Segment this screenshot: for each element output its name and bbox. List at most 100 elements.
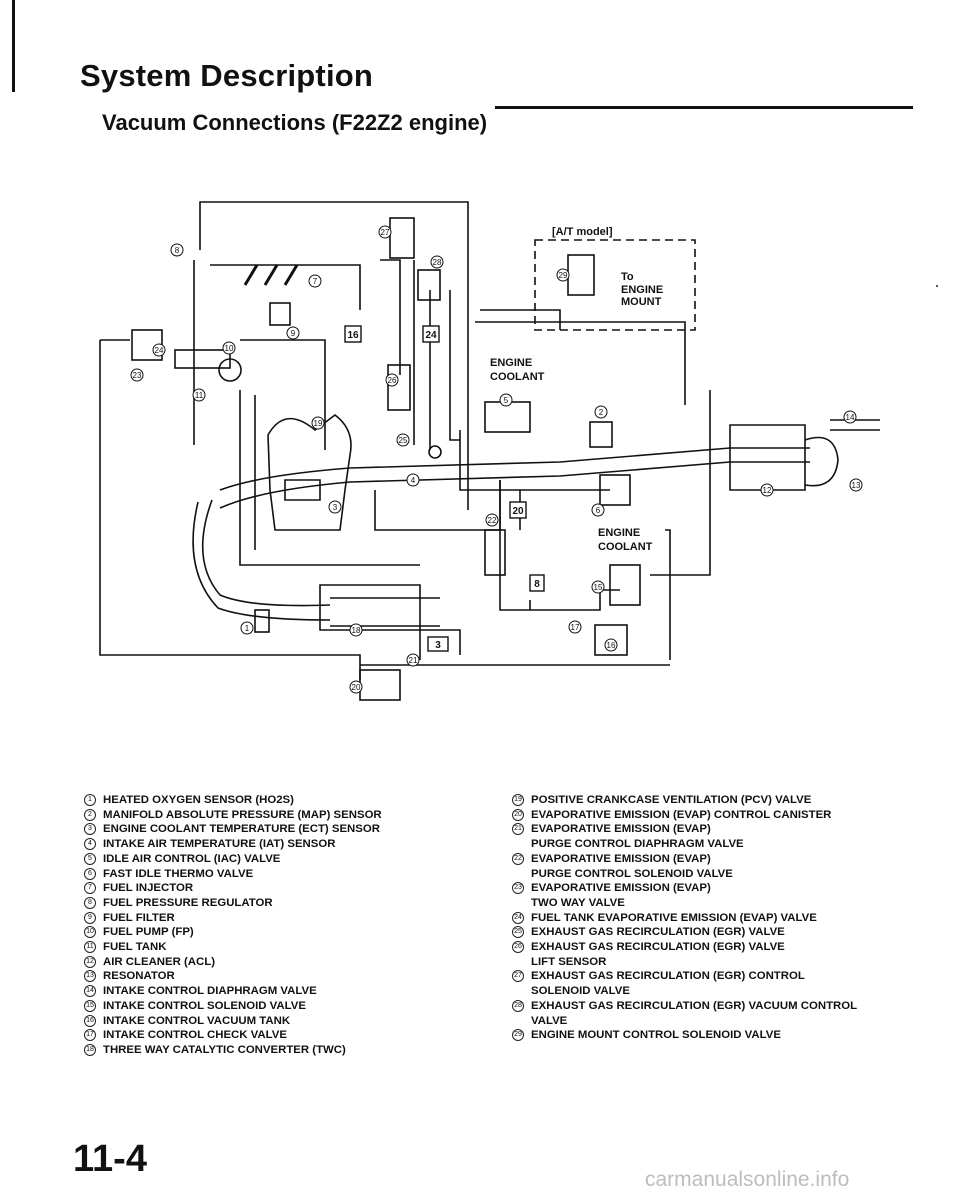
port-label-16: 16 [347,330,359,341]
legend-number: 14 [84,985,96,998]
legend-text: IDLE AIR CONTROL (IAC) VALVE [103,852,281,865]
legend-number: 29 [512,1029,524,1042]
legend-text: EVAPORATIVE EMISSION (EVAP) [531,852,711,865]
intake-duct-top [219,447,810,491]
legend-number: 12 [84,955,96,968]
legend-text: EXHAUST GAS RECIRCULATION (EGR) VALVE [531,941,785,954]
legend-number: 18 [84,1043,96,1056]
legend-text: VALVE [531,1014,568,1027]
port-label-24: 24 [425,330,437,341]
legend-text: EXHAUST GAS RECIRCULATION (EGR) VACUUM C… [531,999,858,1012]
callout-24: 24 [152,343,166,357]
legend-number: 3 [84,823,96,836]
hose-injector-rail [210,264,361,310]
hose-egr-control [380,259,401,375]
legend-text: FUEL PUMP (FP) [103,926,194,939]
hose-check-valve [530,589,620,611]
at-model-box [534,239,696,331]
callout-16: 16 [604,638,618,652]
coolant-top-label-2: COOLANT [490,371,545,383]
legend-text: MANIFOLD ABSOLUTE PRESSURE (MAP) SENSOR [103,808,382,821]
margin-rule [12,0,15,92]
hose-solenoid-right [650,390,711,576]
engine-sensor-box [284,479,321,501]
legend-text: FUEL INJECTOR [103,882,194,895]
legend-text: FUEL TANK EVAPORATIVE EMISSION (EVAP) VA… [531,911,817,924]
legend-item: LIFT SENSOR [512,955,912,970]
legend-text: SOLENOID VALVE [531,985,630,998]
callout-3: 3 [328,500,342,514]
svg-text:3: 3 [333,503,338,512]
callout-27: 27 [378,225,392,239]
port-box-8 [529,574,545,592]
callout-15: 15 [591,580,605,594]
svg-text:16: 16 [607,641,616,650]
svg-text:15: 15 [594,583,603,592]
callout-11: 11 [192,388,206,402]
port-label-8: 8 [534,579,540,590]
legend-text: FAST IDLE THERMO VALVE [103,867,254,880]
exhaust-pipe [201,499,331,607]
legend-text: EVAPORATIVE EMISSION (EVAP) [531,823,711,836]
legend-text: INTAKE CONTROL SOLENOID VALVE [103,999,306,1012]
svg-text:22: 22 [488,516,497,525]
at-model-label: [A/T model] [552,226,613,238]
svg-text:21: 21 [409,656,418,665]
catalyst-body [319,584,421,631]
legend-text: INTAKE CONTROL DIAPHRAGM VALVE [103,985,317,998]
legend-text: FUEL FILTER [103,911,175,924]
legend-number: 25 [512,926,524,939]
port-box-20 [509,501,527,519]
egr-control-solenoid [389,217,415,259]
heated-oxygen-sensor [254,609,270,633]
legend-item: 7 FUEL INJECTOR [84,881,424,896]
engine-mount-label-2: MOUNT [621,296,662,308]
svg-text:4: 4 [411,476,416,485]
svg-text:6: 6 [596,506,601,515]
fuel-tank [174,349,231,369]
legend-number: 1 [84,794,96,806]
hose-coolant-top [475,321,686,405]
svg-text:5: 5 [504,396,509,405]
fuel-pump [218,358,242,382]
map-sensor [589,421,613,448]
svg-text:27: 27 [381,228,390,237]
svg-text:13: 13 [852,481,861,490]
legend-number: 7 [84,882,96,895]
hose-left-inner [239,390,420,566]
egr-valve [387,364,411,411]
legend-number: 16 [84,1014,96,1027]
hose-vacuum-tank [665,529,671,660]
svg-text:25: 25 [399,436,408,445]
legend-number: 8 [84,896,96,909]
vacuum-connections-diagram: 16 24 20 8 3 [A/T model] To ENGINE MOUNT… [99,201,880,701]
callout-2: 2 [594,405,608,419]
svg-text:10: 10 [225,344,234,353]
svg-text:1: 1 [245,624,250,633]
legend-text: FUEL PRESSURE REGULATOR [103,896,273,909]
evap-purge-solenoid [484,529,506,576]
resonator [804,436,839,487]
page-number: 11-4 [73,1138,147,1180]
subtitle-rule [495,106,913,109]
callout-26: 26 [385,373,399,387]
egr-vacuum-control [417,269,441,301]
port-label-3: 3 [435,640,441,651]
hose-port-24 [449,290,460,441]
evap-canister [359,669,401,701]
engine-mount-solenoid [567,254,595,296]
legend-number: 11 [84,941,96,954]
svg-text:28: 28 [433,258,442,267]
